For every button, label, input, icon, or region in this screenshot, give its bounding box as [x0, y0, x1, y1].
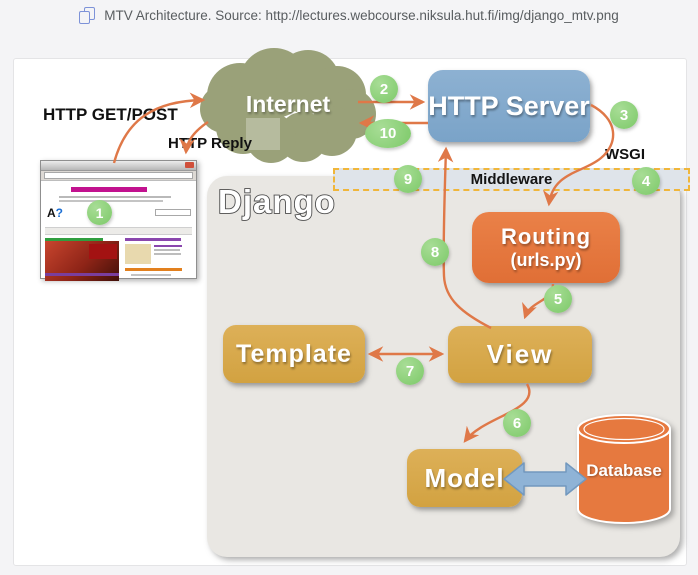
step-badge-8: 8 [421, 238, 449, 266]
copy-icon[interactable] [79, 7, 96, 24]
node-model: Model [407, 449, 522, 507]
internet-label: Internet [245, 91, 331, 117]
step-badge-9: 9 [394, 165, 422, 193]
caption: MTV Architecture. Source: http://lecture… [0, 7, 698, 24]
http-get-post-label: HTTP GET/POST [43, 105, 178, 124]
browser-headline-bar [71, 187, 147, 192]
template-label: Template [236, 339, 352, 368]
caption-text: MTV Architecture. Source: http://lecture… [104, 8, 619, 23]
step-badge-7: 7 [396, 357, 424, 385]
step-badge-10: 10 [365, 119, 411, 148]
step-badge-6: 6 [503, 409, 531, 437]
step-badge-5: 5 [544, 285, 572, 313]
http-reply-label: HTTP Reply [168, 135, 252, 152]
django-label: Django [217, 182, 336, 221]
step-badge-1: 1 [87, 200, 112, 225]
database-label: Database [586, 461, 662, 480]
wsgi-label: WSGI [605, 146, 645, 163]
node-template: Template [223, 325, 365, 383]
middleware-label: Middleware [470, 171, 553, 188]
step-badge-4: 4 [632, 167, 660, 195]
browser-screenshot: A? [40, 160, 197, 281]
model-label: Model [424, 462, 505, 493]
browser-toolbar [41, 171, 196, 181]
routing-sublabel: (urls.py) [510, 249, 582, 270]
step-badge-2: 2 [370, 75, 398, 103]
node-http-server: HTTP Server [428, 70, 590, 142]
http-server-label: HTTP Server [428, 90, 590, 121]
browser-page: A? [41, 181, 196, 281]
close-icon [185, 162, 194, 168]
routing-label: Routing [500, 224, 592, 250]
browser-titlebar [41, 161, 196, 171]
step-badge-3: 3 [610, 101, 638, 129]
node-view: View [448, 326, 592, 383]
browser-site-logo: A? [47, 206, 64, 220]
django-label-text: Django [218, 183, 336, 220]
browser-address-bar [44, 172, 193, 179]
node-routing: Routing (urls.py) [472, 212, 620, 283]
browser-search-box [155, 209, 191, 216]
browser-nav-bar [45, 227, 192, 235]
view-label: View [486, 339, 554, 369]
